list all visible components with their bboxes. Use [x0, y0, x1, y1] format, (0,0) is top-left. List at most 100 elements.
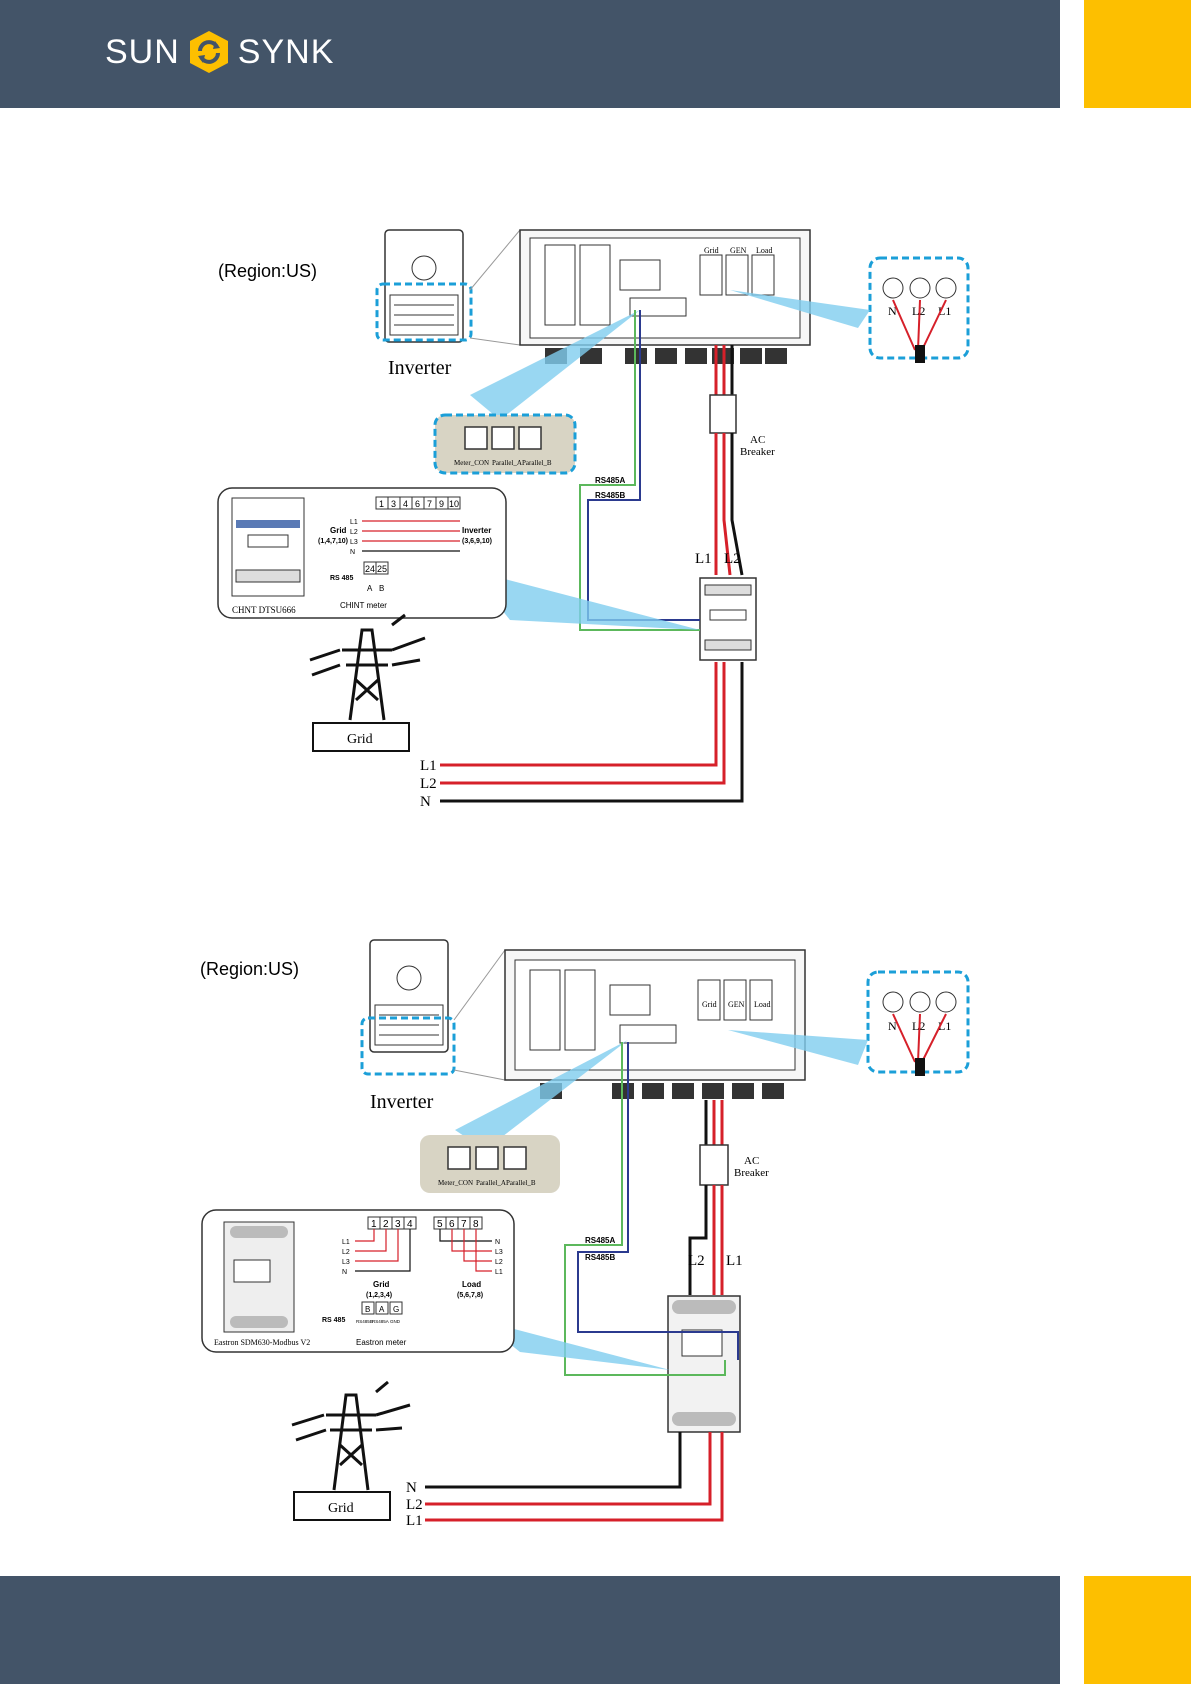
eastron-rs485-g: G: [393, 1305, 399, 1314]
eastron-load-l2: L2: [495, 1259, 503, 1266]
eastron-grid-label: Grid: [373, 1280, 390, 1289]
chint-term-6: 6: [415, 499, 420, 509]
chint-caption: CHNT DTSU666: [232, 605, 296, 615]
rs485b-label: RS485B: [595, 491, 625, 500]
chint-term-10: 10: [449, 499, 459, 509]
logo-hexagon-icon: [189, 31, 228, 73]
inverter-small-icon: [384, 229, 464, 343]
rs485a-label: RS485A: [595, 476, 625, 485]
chint-grid-label: Grid: [330, 526, 347, 535]
zoom-n: N: [888, 1019, 897, 1033]
grid-line-n: N: [406, 1480, 417, 1496]
chint-terminal-row: [375, 496, 461, 510]
breaker-label-1: AC: [744, 1155, 759, 1167]
port-parallel-b: Parallel_B: [522, 459, 552, 467]
eastron-load-l1: L1: [495, 1269, 503, 1276]
brand-right: SYNK: [237, 32, 335, 71]
inverter-label: Inverter: [370, 1091, 434, 1113]
eastron-grid-l2: L2: [342, 1249, 350, 1256]
eastron-term-4: 4: [407, 1219, 413, 1230]
breaker-label-1: AC: [750, 434, 765, 446]
port-meter-con: Meter_CON: [438, 1179, 473, 1187]
chint-inverter-pins: (3,6,9,10): [462, 538, 492, 545]
inverter-label: Inverter: [388, 357, 452, 379]
chint-grid-pins: (1,4,7,10): [318, 538, 348, 545]
inverter-callout-frame: [375, 282, 473, 342]
terminal-gen-label: GEN: [728, 1000, 745, 1009]
grid-line-l1: L1: [406, 1513, 423, 1529]
chint-term-4: 4: [403, 499, 408, 509]
eastron-term-2: 2: [383, 1219, 389, 1230]
rs485a-label: RS485A: [585, 1236, 615, 1245]
eastron-grid-l3: L3: [342, 1259, 350, 1266]
chint-term-9: 9: [439, 499, 444, 509]
port-meter-con: Meter_CON: [454, 459, 489, 467]
chint-meter-image: [231, 497, 305, 597]
port-parallel-b: Parallel_B: [506, 1179, 536, 1187]
inverter-wiring-panel: [519, 229, 811, 364]
grid-line-l2: L2: [406, 1497, 423, 1513]
inverter-callout-frame: [360, 1016, 456, 1076]
eastron-meter-title: Eastron meter: [356, 1338, 407, 1347]
eastron-rs485-a: A: [379, 1305, 385, 1314]
terminal-load-label: Load: [754, 1000, 770, 1009]
eastron-load-pins: (5,6,7,8): [457, 1292, 483, 1299]
chint-rs485-label: RS 485: [330, 575, 353, 582]
chint-term-1: 1: [379, 499, 384, 509]
chint-line-l2: L2: [350, 529, 358, 536]
eastron-load-n: N: [495, 1239, 500, 1246]
footer-band: [0, 1576, 1060, 1684]
terminal-load-label: Load: [756, 246, 772, 255]
port-parallel-a: Parallel_A: [476, 1179, 506, 1187]
chint-line-l1: L1: [350, 519, 358, 526]
region-label: (Region:US): [200, 959, 299, 979]
terminal-grid-label: Grid: [702, 1000, 717, 1009]
ac-breaker: [699, 1144, 729, 1186]
eastron-caption: Eastron SDM630-Modbus V2: [214, 1338, 310, 1347]
rs485b-label: RS485B: [585, 1253, 615, 1262]
chint-rs485-b: B: [379, 584, 384, 593]
chint-line-l3: L3: [350, 539, 358, 546]
header-band: [0, 0, 1060, 108]
ac-breaker: [709, 394, 737, 434]
meter-top-l2: L2: [724, 551, 741, 567]
eastron-grid-pins: (1,2,3,4): [366, 1292, 392, 1299]
eastron-rs485-b: B: [365, 1305, 370, 1314]
meter-top-l1: L1: [726, 1253, 743, 1269]
eastron-rs485b-sub: RS485B: [356, 1319, 373, 1324]
eastron-rs485-label: RS 485: [322, 1317, 345, 1324]
terminal-gen-label: GEN: [730, 246, 747, 255]
eastron-term-3: 3: [395, 1219, 401, 1230]
grid-label: Grid: [347, 732, 373, 747]
eastron-load-l3: L3: [495, 1249, 503, 1256]
wiring-diagram-chint: (Region:US) Inverter Grid GEN Load: [217, 229, 970, 810]
chint-inverter-label: Inverter: [462, 526, 491, 535]
eastron-load-label: Load: [462, 1280, 481, 1289]
terminal-grid-label: Grid: [704, 246, 719, 255]
wiring-diagram-eastron: (Region:US) Inverter Grid GEN Load N L2 …: [200, 939, 970, 1529]
brand-logo: SUN SYNK: [105, 31, 335, 73]
chint-rs485-a: A: [367, 584, 373, 593]
grid-line-n: N: [420, 794, 431, 810]
chint-line-n: N: [350, 549, 355, 556]
chint-meter-title: CHINT meter: [340, 601, 387, 610]
chint-rs485-25: 25: [377, 564, 387, 574]
breaker-label-2: Breaker: [740, 446, 775, 458]
eastron-grid-l1: L1: [342, 1239, 350, 1246]
grid-label: Grid: [328, 1501, 354, 1516]
eastron-meter-device: [667, 1295, 741, 1433]
chint-term-7: 7: [427, 499, 432, 509]
grid-box: [312, 722, 410, 752]
eastron-term-8: 8: [473, 1219, 479, 1230]
zoom-n: N: [888, 304, 897, 318]
chint-rs485-24: 24: [365, 564, 375, 574]
grid-line-l1: L1: [420, 758, 437, 774]
eastron-term-7: 7: [461, 1219, 467, 1230]
eastron-gnd-sub: GND: [390, 1319, 401, 1324]
eastron-term-5: 5: [437, 1219, 443, 1230]
grid-tower-icon: [291, 1380, 411, 1491]
header-accent: [1084, 0, 1191, 108]
grid-box: [293, 1491, 391, 1521]
meter-top-l2: L2: [688, 1253, 705, 1269]
meter-top-l1: L1: [695, 551, 712, 567]
